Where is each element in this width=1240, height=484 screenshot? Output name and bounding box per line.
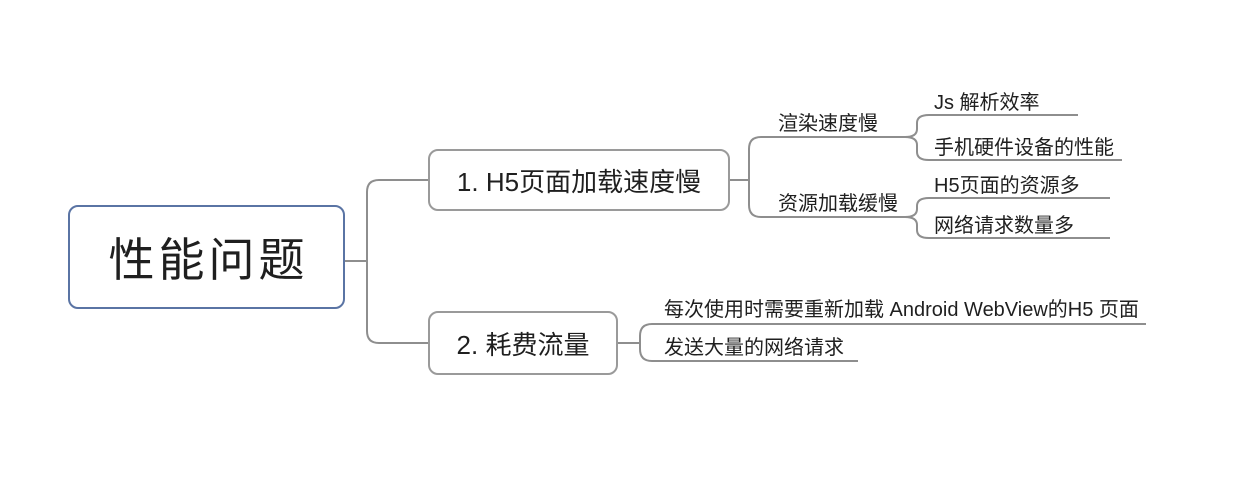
edge-rendering-to-hardware — [904, 136, 1122, 161]
edge-resource-to-network-count — [904, 216, 1110, 239]
edge-root-to-branch-2 — [366, 261, 428, 344]
edge-rendering-to-js — [904, 114, 1078, 138]
node-root-performance-issues[interactable]: 性能问题 — [68, 205, 345, 309]
node-h5-many-resources[interactable]: H5页面的资源多 — [934, 175, 1080, 197]
node-phone-hardware-performance[interactable]: 手机硬件设备的性能 — [934, 137, 1114, 159]
edge-branch1-to-resource — [748, 180, 905, 218]
node-resource-loading-slow[interactable]: 资源加载缓慢 — [778, 193, 898, 215]
edge-resource-to-h5-resources — [904, 197, 1110, 218]
node-js-parse-efficiency[interactable]: Js 解析效率 — [934, 92, 1040, 114]
edge-branch2-to-send-requests — [639, 343, 858, 362]
node-reload-webview-h5-page[interactable]: 每次使用时需要重新加载 Android WebView的H5 页面 — [664, 299, 1139, 321]
node-many-network-requests[interactable]: 网络请求数量多 — [934, 215, 1074, 237]
node-branch-h5-load-slow[interactable]: 1. H5页面加载速度慢 — [428, 149, 730, 211]
edge-branch2-to-reload — [639, 323, 1146, 343]
node-send-many-network-requests[interactable]: 发送大量的网络请求 — [664, 337, 844, 359]
node-rendering-slow[interactable]: 渲染速度慢 — [778, 113, 878, 135]
edge-root-to-branch-1 — [366, 179, 428, 261]
node-branch-traffic-consumption[interactable]: 2. 耗费流量 — [428, 311, 618, 375]
edge-branch1-to-rendering — [748, 136, 905, 180]
